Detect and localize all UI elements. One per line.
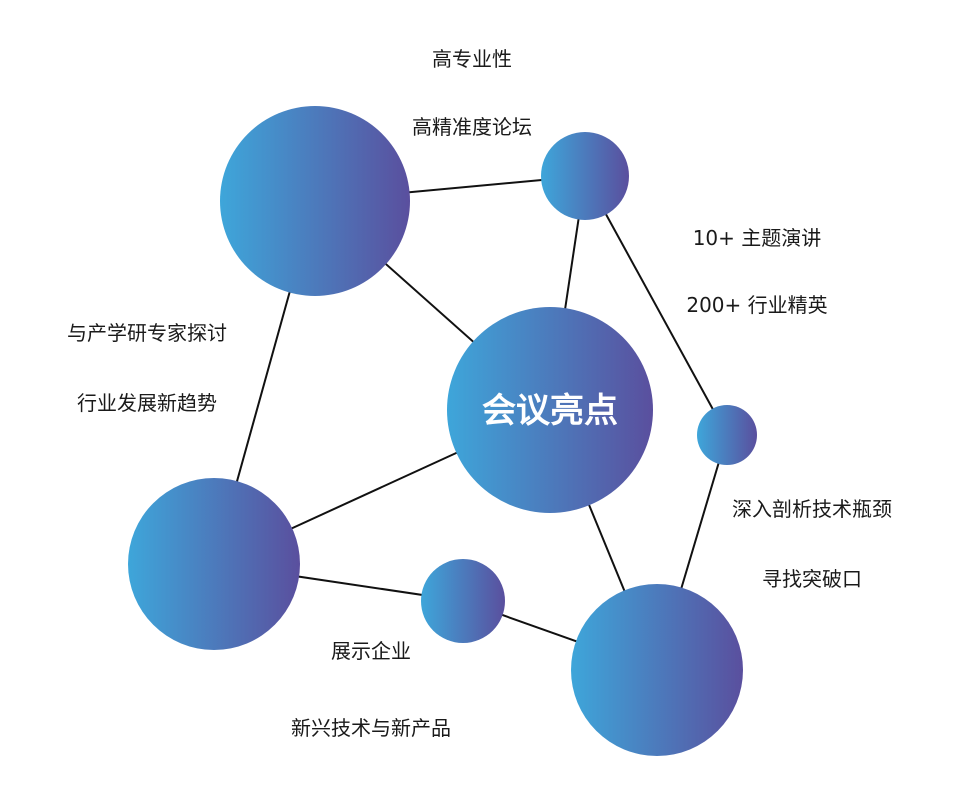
- labels: 高专业性 高精准度论坛 10+ 主题演讲 200+ 行业精英 与产学研专家探讨 …: [67, 47, 892, 740]
- products-line1: 展示企业: [331, 639, 411, 663]
- forum-line1: 高专业性: [432, 47, 512, 71]
- forum-line2: 高精准度论坛: [412, 115, 532, 139]
- node-small-bottom: [421, 559, 505, 643]
- nodes: [128, 106, 757, 756]
- products-line2: 新兴技术与新产品: [291, 716, 451, 740]
- edge-small-top-to-small-right: [584, 175, 728, 436]
- bottleneck-line1: 深入剖析技术瓶颈: [732, 497, 892, 521]
- node-center: [447, 307, 653, 513]
- speeches-line1: 10+ 主题演讲: [693, 226, 822, 250]
- speeches-line2: 200+ 行业精英: [686, 293, 827, 317]
- experts-line2: 行业发展新趋势: [77, 391, 217, 415]
- experts-line1: 与产学研专家探讨: [67, 321, 227, 345]
- node-small-right: [697, 405, 757, 465]
- node-small-top: [541, 132, 629, 220]
- node-big-topleft: [220, 106, 410, 296]
- node-big-left: [128, 478, 300, 650]
- bottleneck-line2: 寻找突破口: [762, 567, 862, 591]
- node-big-bottom: [571, 584, 743, 756]
- center-title: 会议亮点: [482, 391, 618, 431]
